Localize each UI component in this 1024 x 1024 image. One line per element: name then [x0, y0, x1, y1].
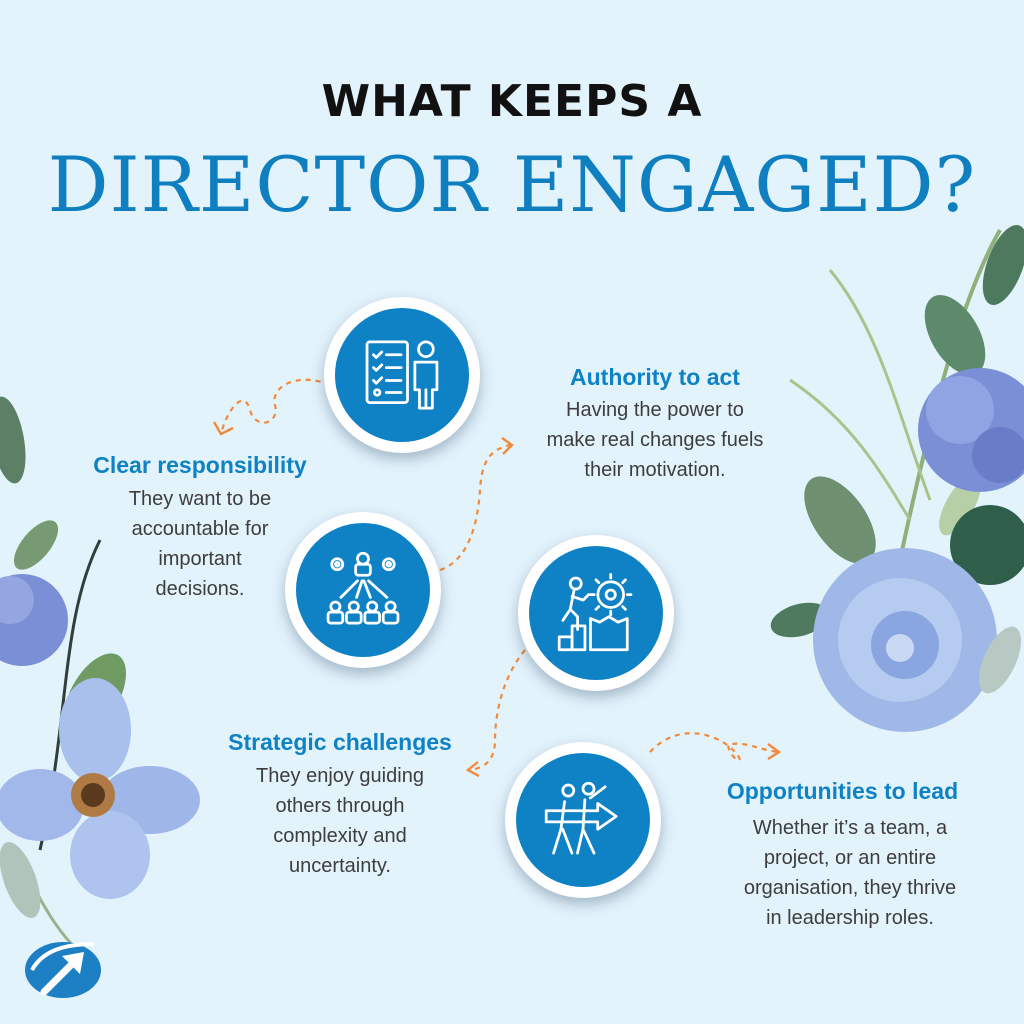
hierarchy-team-icon — [326, 551, 400, 625]
circle-authority-to-act — [285, 512, 441, 668]
item-desc-line: uncertainty. — [289, 855, 391, 877]
circle-clear-responsibility — [324, 297, 480, 453]
item-desc-line: decisions. — [155, 578, 245, 600]
item-desc-line: their motivation. — [584, 459, 726, 481]
climbing-gear-icon — [557, 572, 633, 652]
item-desc-line: They enjoy guiding — [256, 765, 424, 787]
item-desc-line: complexity and — [273, 825, 407, 847]
team-arrow-icon — [544, 781, 618, 855]
item-desc-line: others through — [275, 795, 405, 817]
title-line-1: WHAT KEEPS A — [321, 76, 703, 127]
title-line-2: DIRECTOR ENGAGED? — [47, 140, 977, 229]
item-desc-line: in leadership roles. — [766, 907, 934, 929]
item-desc-line: Having the power to — [566, 399, 744, 421]
item-title-opportunities-to-lead: Opportunities to lead — [726, 778, 959, 804]
circle-strategic-challenges — [518, 535, 674, 691]
item-title-strategic-challenges: Strategic challenges — [228, 729, 452, 755]
item-title-clear-responsibility: Clear responsibility — [93, 452, 307, 478]
item-desc-line: important — [158, 548, 242, 570]
item-title-authority-to-act: Authority to act — [570, 364, 740, 390]
circle-opportunities-to-lead — [505, 742, 661, 898]
item-desc-line: project, or an entire — [763, 847, 937, 869]
item-desc-line: They want to be — [128, 488, 272, 510]
checklist-person-icon — [365, 340, 439, 410]
item-desc-line: make real changes fuels — [546, 429, 764, 451]
arrow-logo-icon — [25, 942, 101, 998]
item-desc-line: accountable for — [131, 518, 269, 540]
item-desc-line: Whether it’s a team, a — [752, 817, 948, 839]
item-desc-line: organisation, they thrive — [743, 877, 957, 899]
